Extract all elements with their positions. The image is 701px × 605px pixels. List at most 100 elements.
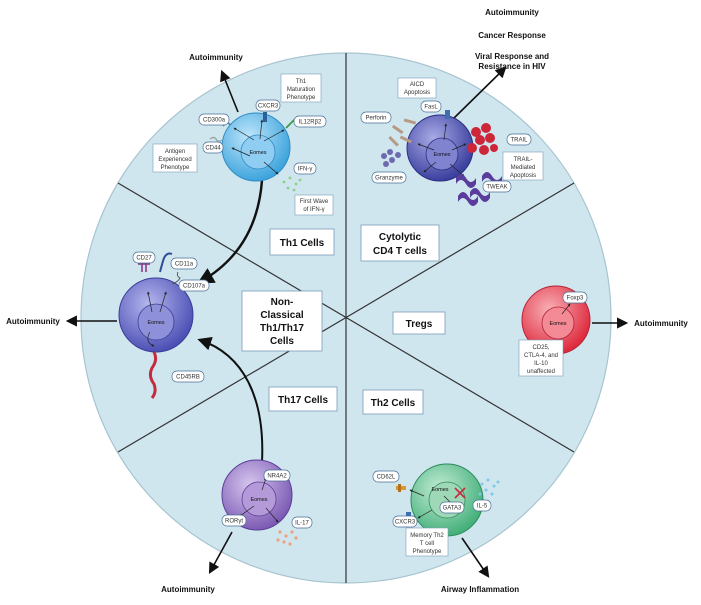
svg-text:TRAIL-: TRAIL- bbox=[513, 157, 532, 163]
svg-text:Non-: Non- bbox=[271, 297, 294, 308]
cd44-receptor-icon bbox=[209, 136, 223, 142]
section-label-tregs: Tregs bbox=[392, 311, 446, 335]
il17-dots-icon bbox=[276, 530, 298, 546]
th2-cxcr3-tag bbox=[392, 515, 418, 528]
svg-text:CD45RB: CD45RB bbox=[176, 375, 200, 381]
svg-text:Tregs: Tregs bbox=[406, 319, 433, 330]
svg-text:Cytolytic: Cytolytic bbox=[379, 232, 422, 243]
svg-text:CTLA-4, and: CTLA-4, and bbox=[524, 353, 558, 359]
cd11a-tag bbox=[170, 257, 198, 270]
cd11a-receptor-icon bbox=[159, 252, 173, 273]
svg-text:TWEAK: TWEAK bbox=[486, 185, 507, 191]
section-label-th17: Th17 Cells bbox=[268, 386, 338, 412]
svg-text:Mediated: Mediated bbox=[511, 165, 536, 171]
svg-text:Apoptosis: Apoptosis bbox=[510, 173, 536, 179]
cd27-tag bbox=[132, 251, 156, 264]
svg-text:IL12Rβ2: IL12Rβ2 bbox=[299, 120, 322, 126]
treg-note-box bbox=[518, 339, 564, 377]
svg-text:Eomes: Eomes bbox=[147, 320, 164, 326]
cd62l-receptor-icon bbox=[396, 484, 406, 492]
svg-text:First Wave: First Wave bbox=[300, 199, 329, 205]
svg-text:Th1/Th17: Th1/Th17 bbox=[260, 323, 304, 334]
svg-text:IFN-γ: IFN-γ bbox=[298, 167, 313, 173]
svg-text:IL-10: IL-10 bbox=[534, 361, 548, 367]
cd300a-tag bbox=[198, 113, 230, 126]
il5-dots-icon bbox=[478, 478, 500, 496]
th17-outcome-arrow bbox=[208, 531, 233, 574]
perforin-icon bbox=[388, 118, 417, 147]
nonclassical-outcome-text: Autoimmunity bbox=[6, 317, 60, 326]
th1-label: Th1 Cells bbox=[280, 238, 325, 249]
th1-outcome-arrow bbox=[220, 69, 239, 113]
trail-tag bbox=[506, 133, 532, 146]
granzyme-tag bbox=[371, 171, 407, 184]
svg-text:Eomes: Eomes bbox=[431, 487, 448, 493]
th17-outcome-text: Autoimmunity bbox=[161, 585, 215, 594]
section-label-th1: Th1 Cells bbox=[269, 228, 335, 256]
nonclassical-cell: Eomes bbox=[118, 252, 194, 399]
svg-text:Memory Th2: Memory Th2 bbox=[410, 533, 444, 539]
svg-text:CD62L: CD62L bbox=[377, 475, 396, 481]
svg-text:IL-5: IL-5 bbox=[477, 504, 488, 510]
cd45rb-receptor-icon bbox=[148, 351, 158, 399]
svg-text:CD4 T cells: CD4 T cells bbox=[373, 246, 427, 257]
th2-outcome-arrow bbox=[461, 537, 490, 578]
section-label-nonclassical: Non- Classical Th1/Th17 Cells bbox=[241, 290, 323, 352]
svg-text:T cell: T cell bbox=[420, 541, 434, 547]
cxcr3-receptor-icon bbox=[263, 112, 267, 122]
cd45rb-tag bbox=[171, 370, 205, 383]
svg-text:Foxp3: Foxp3 bbox=[567, 296, 584, 302]
svg-text:Eomes: Eomes bbox=[433, 152, 450, 158]
svg-text:FasL: FasL bbox=[424, 105, 438, 111]
svg-text:AICD: AICD bbox=[410, 82, 425, 88]
th17-to-nonclassical-arrow bbox=[197, 336, 264, 463]
th2-outcome-text: Airway Inflammation bbox=[441, 585, 519, 594]
svg-text:of IFN-γ: of IFN-γ bbox=[303, 207, 324, 213]
svg-text:Phenotype: Phenotype bbox=[161, 165, 190, 171]
nr4a2-tag bbox=[263, 469, 291, 482]
svg-text:Th1: Th1 bbox=[296, 79, 307, 85]
svg-text:CD107a: CD107a bbox=[183, 284, 206, 290]
trail-icon bbox=[467, 123, 498, 155]
il17-tag bbox=[291, 516, 313, 529]
svg-text:RORγt: RORγt bbox=[225, 519, 243, 525]
cd44-tag bbox=[202, 141, 224, 154]
svg-text:TRAIL: TRAIL bbox=[510, 138, 528, 144]
ctl-outcome-3b: Resistance in HIV bbox=[478, 62, 546, 71]
section-label-cytolytic: Cytolytic CD4 T cells bbox=[360, 224, 440, 262]
svg-text:CD27: CD27 bbox=[136, 256, 152, 262]
aicd-box bbox=[397, 77, 437, 99]
svg-text:Eomes: Eomes bbox=[549, 321, 566, 327]
svg-text:IL-17: IL-17 bbox=[295, 521, 309, 527]
th1-to-nonclassical-arrow bbox=[197, 179, 264, 284]
ctl-outcome-2: Cancer Response bbox=[478, 31, 546, 40]
treg-outcome-text: Autoimmunity bbox=[634, 319, 688, 328]
cytolytic-cell: Eomes bbox=[381, 110, 502, 206]
svg-text:Th2 Cells: Th2 Cells bbox=[371, 398, 416, 409]
trail-mediated-box bbox=[502, 151, 544, 181]
cd62l-tag bbox=[372, 470, 400, 483]
first-wave-box bbox=[294, 194, 334, 216]
svg-text:CXCR3: CXCR3 bbox=[395, 520, 416, 526]
svg-text:Perforin: Perforin bbox=[365, 116, 386, 122]
th1-cell: Eomes bbox=[209, 112, 302, 192]
tweak-tag bbox=[482, 180, 512, 193]
memory-th2-box bbox=[405, 527, 449, 557]
cd107a-tag bbox=[178, 279, 210, 292]
svg-text:unaffected: unaffected bbox=[527, 369, 555, 375]
ctl-outcome-arrow bbox=[451, 66, 507, 121]
fasl-ligand-icon bbox=[445, 110, 450, 119]
cd107a-receptor-icon bbox=[171, 271, 181, 285]
section-label-th2: Th2 Cells bbox=[362, 389, 424, 415]
ifng-tag bbox=[293, 162, 317, 175]
th1-eomes-label: Eomes bbox=[249, 150, 266, 156]
antigen-experienced-box bbox=[152, 143, 198, 173]
il12rb2-tag bbox=[293, 115, 327, 128]
treg-cell: Eomes bbox=[521, 285, 591, 355]
il5-tag bbox=[472, 499, 492, 512]
svg-text:Cells: Cells bbox=[270, 336, 294, 347]
perforin-tag bbox=[360, 111, 392, 124]
svg-text:GATA3: GATA3 bbox=[443, 506, 462, 512]
